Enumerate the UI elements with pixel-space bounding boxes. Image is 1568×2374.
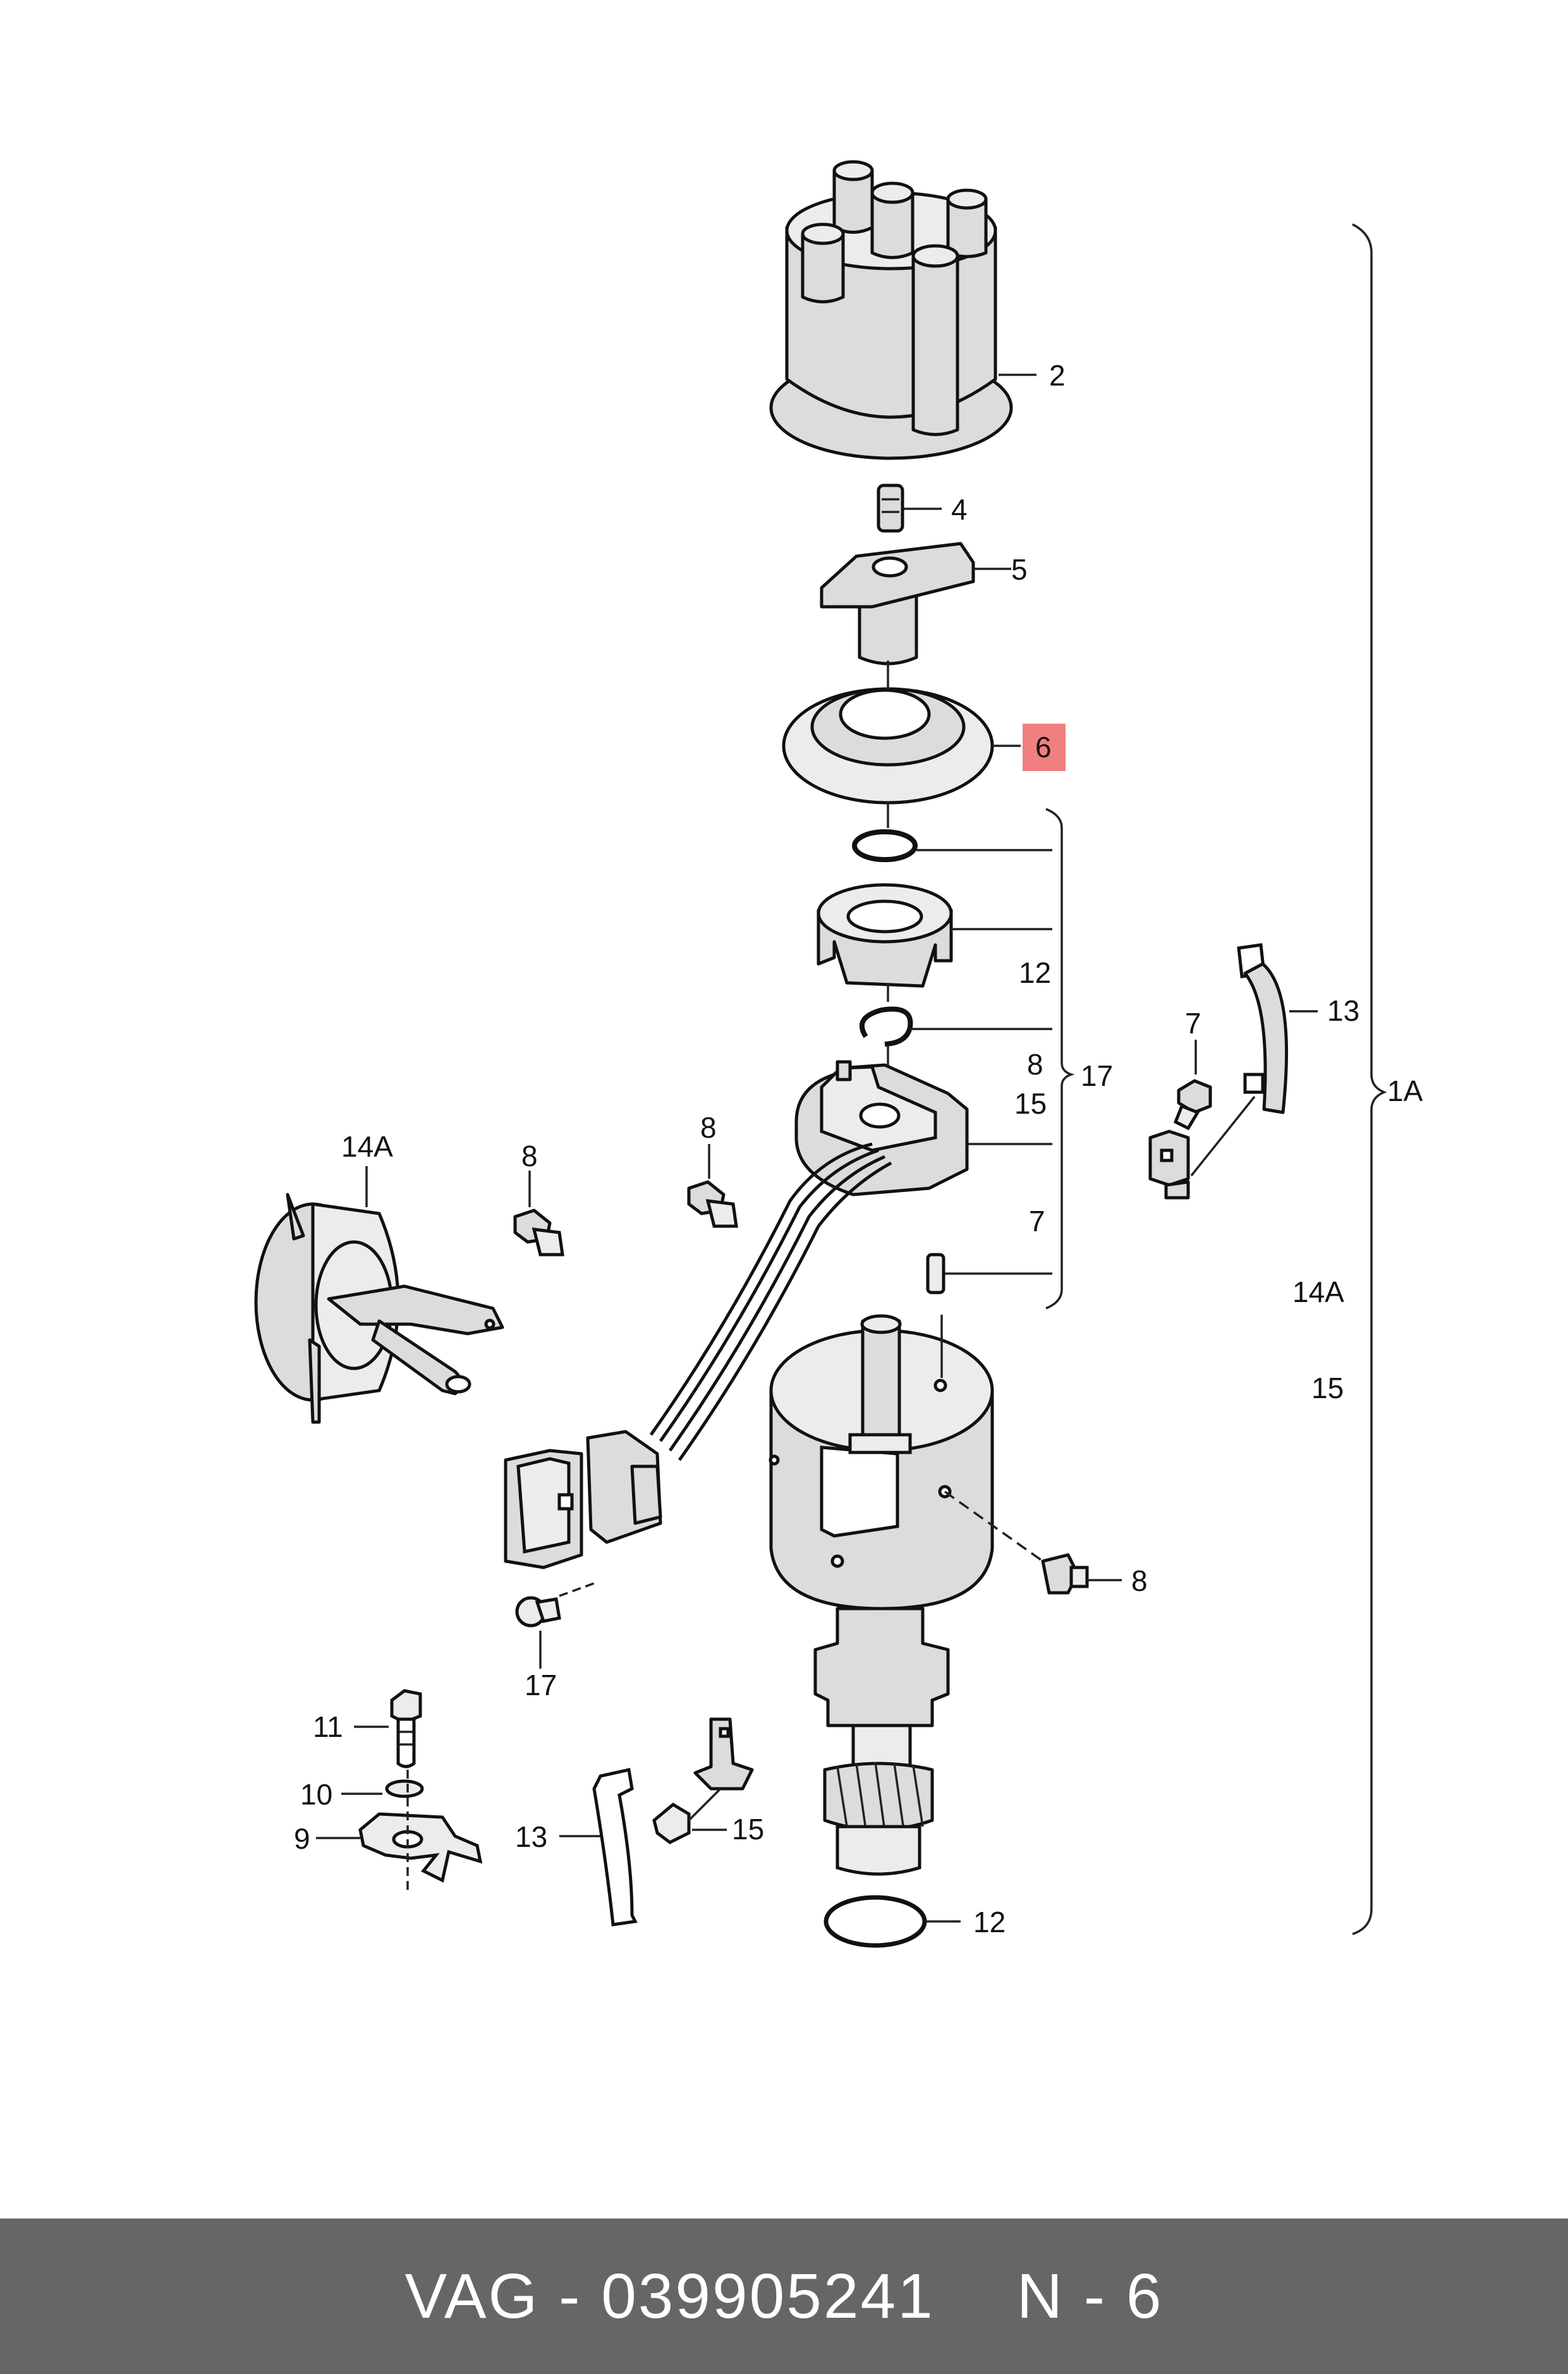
vacuum-unit [254, 1193, 504, 1424]
dust-cover-seal [782, 687, 994, 805]
callout-15-bottom: 15 [732, 1813, 764, 1846]
screw-middle [687, 1180, 738, 1228]
distributor-cap [769, 160, 1013, 460]
callout-7-stack: 7 [1029, 1205, 1045, 1238]
screw-15-bracket [652, 1717, 754, 1844]
hall-sender-plate [794, 1060, 969, 1196]
callout-8-housing: 8 [1131, 1564, 1148, 1597]
rotor-arm [820, 542, 975, 666]
callout-2: 2 [1049, 359, 1066, 392]
separator-2: - [1064, 2260, 1126, 2332]
callout-6: 6 [1035, 731, 1052, 764]
bracket-1a [1352, 223, 1387, 1935]
cap-towers [801, 160, 988, 436]
callout-13-right: 13 [1327, 994, 1359, 1027]
callout-12-upper: 12 [1019, 956, 1051, 989]
distributor-housing [769, 1314, 994, 1876]
bolt [390, 1689, 422, 1768]
clamp [358, 1812, 483, 1883]
callout-13-bottom: 13 [515, 1820, 547, 1853]
washer [385, 1779, 424, 1798]
spring-clip-bottom [592, 1767, 638, 1927]
callout-9: 9 [294, 1822, 310, 1855]
drive-gear [823, 1762, 934, 1876]
callout-12-lower: 12 [973, 1906, 1006, 1939]
callout-15-right: 15 [1311, 1372, 1344, 1404]
separator-1: - [539, 2260, 602, 2332]
callout-4: 4 [951, 493, 968, 526]
plastic-rivet [515, 1596, 561, 1628]
callout-5: 5 [1011, 553, 1028, 586]
position-prefix: N [1016, 2260, 1064, 2332]
callout-17-bracket: 17 [1081, 1059, 1113, 1092]
dowel-pin [926, 1253, 945, 1294]
callout-14a-left: 14A [341, 1130, 393, 1163]
spring-clip-right [1237, 943, 1288, 1114]
highlight-box-6 [1023, 724, 1066, 771]
callout-11: 11 [313, 1710, 343, 1743]
exploded-parts-diagram: 2 4 5 6 12 13 7 8 15 17 1A 14A 8 8 7 14A… [254, 160, 1423, 1948]
position-number: 6 [1126, 2260, 1164, 2332]
screw-left [513, 1208, 564, 1257]
part-info-footer: VAG - 039905241 N - 6 [0, 2219, 1568, 2374]
o-ring-upper [852, 829, 918, 862]
callout-10: 10 [300, 1778, 332, 1811]
callout-17-rivet: 17 [525, 1669, 557, 1701]
carbon-brush [877, 484, 904, 533]
callout-8-left: 8 [521, 1140, 538, 1172]
screw-housing-right [1041, 1553, 1089, 1595]
part-number: 039905241 [601, 2260, 935, 2332]
callout-14a-right: 14A [1292, 1275, 1344, 1308]
o-ring-lower [824, 1895, 927, 1948]
callout-1a: 1A [1387, 1074, 1423, 1107]
screw-7 [1173, 1079, 1212, 1131]
snap-ring [859, 1006, 913, 1047]
spacer-cover [817, 883, 953, 988]
connector-plug [504, 1430, 662, 1569]
bracket-17 [1045, 808, 1075, 1310]
callout-8-stack: 8 [1027, 1048, 1043, 1081]
wiring-harness [649, 1142, 892, 1461]
callout-8-middle: 8 [700, 1111, 717, 1144]
callout-7-right: 7 [1185, 1007, 1201, 1040]
callout-15-stack: 15 [1014, 1087, 1047, 1120]
brand-name: VAG [404, 2260, 540, 2332]
ground-bracket [1148, 1129, 1190, 1200]
